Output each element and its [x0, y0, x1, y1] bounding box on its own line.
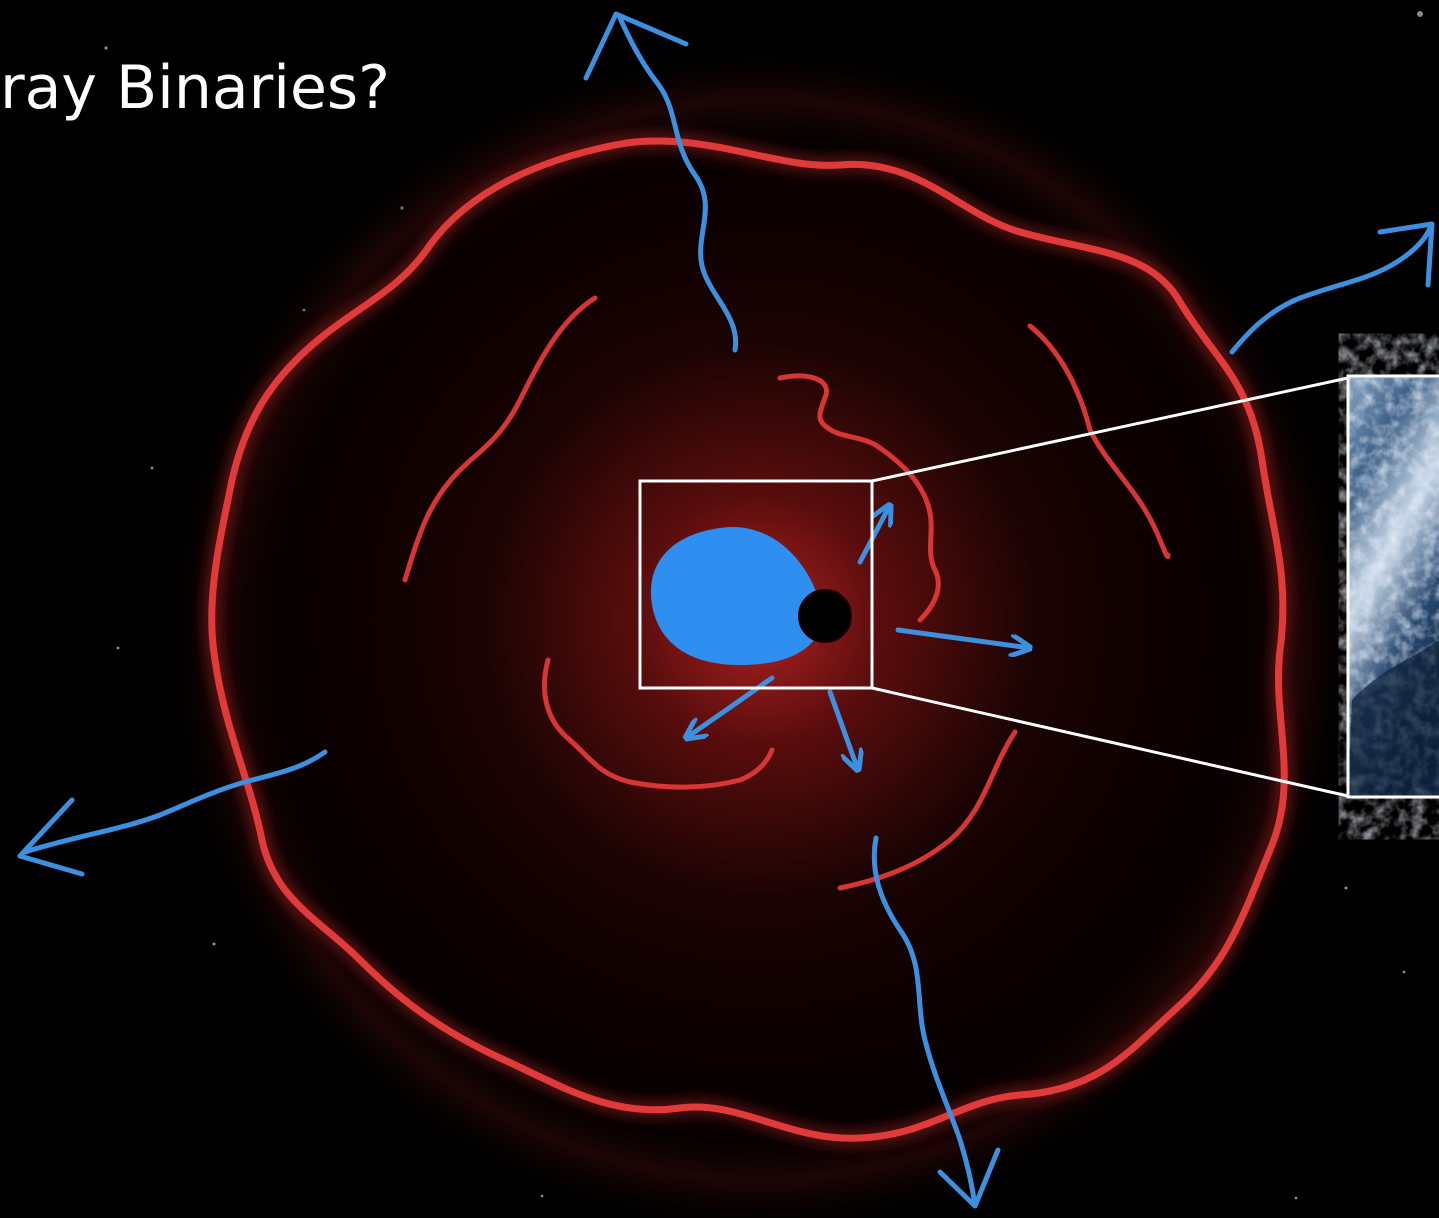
compact-object — [798, 589, 852, 643]
zoom-callout — [638, 376, 1349, 798]
wind-arrow-inner-e — [895, 627, 1030, 648]
wind-arrow-left — [22, 749, 328, 855]
arrowhead-upper-right — [1377, 221, 1435, 288]
wind-arrow-top — [617, 15, 739, 353]
zoom-line-top — [871, 376, 1349, 483]
donor-star — [650, 526, 823, 666]
wind-arrow-inner-ne — [857, 505, 890, 565]
wind-arrow-inner-se — [827, 689, 858, 770]
outer-shell — [202, 131, 1294, 1148]
inner-arc-core-bottom — [542, 657, 775, 790]
inset-simulation-image — [1346, 374, 1439, 799]
inner-shell-arcs — [402, 295, 1171, 891]
arrowhead-left — [17, 797, 85, 877]
binary-system — [650, 526, 852, 666]
inner-arc-left — [402, 295, 598, 583]
inner-arc-right — [1027, 323, 1171, 559]
wind-arrows — [17, 11, 1435, 1209]
arrowhead-top — [583, 11, 689, 81]
arrowhead-bottom — [937, 1147, 1001, 1209]
zoom-box — [638, 479, 874, 690]
wind-arrow-bottom — [871, 835, 978, 1208]
slide-title: ray Binaries? — [0, 53, 390, 123]
zoom-line-bottom — [871, 686, 1349, 798]
wind-arrow-upper-right — [1229, 225, 1433, 355]
inner-arc-core-top — [777, 373, 941, 623]
